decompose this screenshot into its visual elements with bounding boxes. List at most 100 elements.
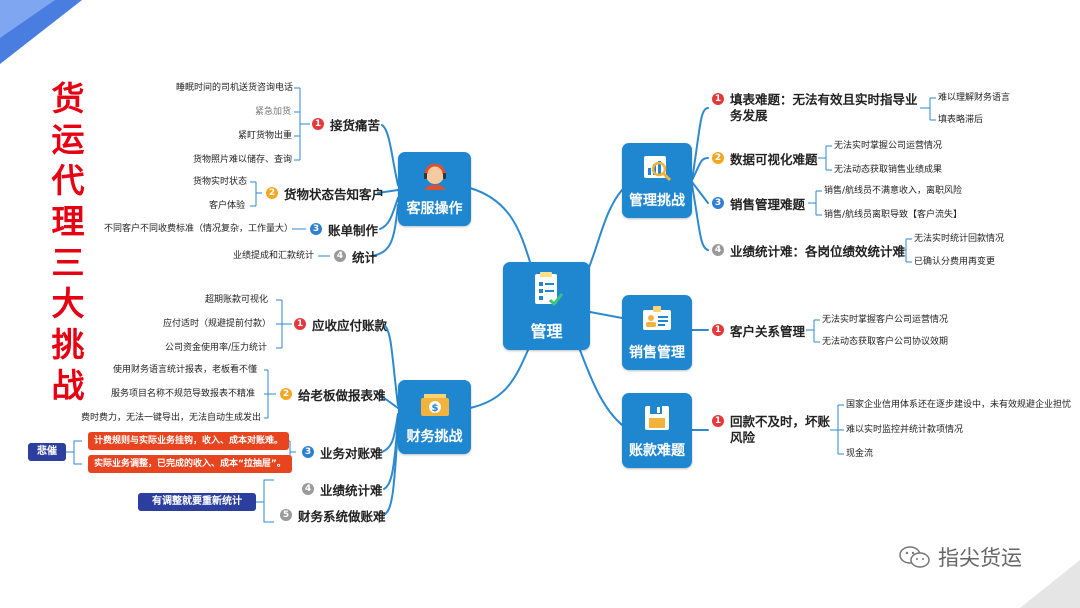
hub-caiwu[interactable]: $ 财务挑战: [398, 380, 471, 454]
sub-yeji[interactable]: 4 业绩统计难: [302, 478, 383, 500]
leaf: 无法实时掌握公司运营情况: [834, 141, 943, 151]
leaf: 无法实时掌握客户公司运营情况: [822, 315, 949, 325]
corner-shadow: [1020, 560, 1080, 608]
leaf: 货物实时状态: [193, 177, 248, 187]
number-badge: 2: [712, 152, 724, 164]
sub-label: 应收应付账款: [312, 317, 388, 333]
leaf: 现金流: [846, 449, 874, 459]
number-badge: 1: [712, 324, 724, 336]
tag-tiaozheng: 有调整就要重新统计: [138, 493, 256, 511]
number-badge: 1: [712, 415, 724, 427]
id-card-icon: [643, 306, 671, 330]
title-char: 运: [51, 120, 85, 159]
sub-label: 填表难题：无法有效且实时指导业务发展: [730, 92, 918, 123]
floppy-disk-icon: [645, 406, 669, 430]
sub-keshihua[interactable]: 2 数据可视化难题: [712, 147, 818, 169]
hub-zhangkuan[interactable]: 账款难题: [622, 393, 692, 468]
sub-label: 客户关系管理: [730, 323, 806, 339]
number-badge: 1: [712, 93, 724, 105]
hub-label: 管理挑战: [629, 193, 685, 209]
center-label: 管理: [530, 322, 563, 341]
sub-caiwu-xitong[interactable]: 5 财务系统做账难: [280, 504, 386, 526]
hub-xiaoshou[interactable]: 销售管理: [622, 295, 692, 370]
sub-jixiao[interactable]: 4 业绩统计难：各岗位绩效统计难: [712, 239, 905, 261]
hub-guanli[interactable]: 管理挑战: [622, 143, 692, 218]
sub-label: 统计: [352, 249, 378, 265]
leaf: 国家企业信用体系还在逐步建设中，未有效规避企业担忧: [846, 400, 1072, 410]
title-char: 代: [51, 161, 85, 200]
title-char: 战: [51, 366, 85, 405]
leaf: 紧急加货: [255, 107, 292, 117]
corner-decoration: [0, 0, 82, 64]
leaf: 已确认分费用再变更: [914, 257, 996, 267]
number-badge: 4: [334, 250, 346, 262]
sub-label: 业务对账难: [320, 445, 383, 461]
sub-baobiao[interactable]: 2 给老板做报表难: [280, 383, 386, 405]
number-badge: 3: [310, 223, 322, 235]
leaf: 业绩提成和汇款统计: [233, 251, 315, 261]
number-badge: 2: [266, 187, 278, 199]
sub-label: 业绩统计难: [320, 482, 383, 498]
leaf: 无法动态获取客户公司协议效期: [822, 337, 949, 347]
leaf: 不同客户不同收费标准（情况复杂，工作量大）: [104, 224, 294, 234]
sub-label: 给老板做报表难: [298, 387, 386, 403]
highlight-leaf: 实际业务调整，已完成的收入、成本“拉抽屉”。: [88, 455, 292, 473]
svg-text:$: $: [431, 403, 438, 414]
sub-tianbiao[interactable]: 1 填表难题：无法有效且实时指导业务发展: [712, 91, 920, 125]
money-icon: $: [420, 394, 449, 416]
sub-xiaoshou-guanli[interactable]: 3 销售管理难题: [712, 192, 805, 214]
sub-label: 业绩统计难：各岗位绩效统计难: [730, 243, 906, 259]
sub-label: 数据可视化难题: [730, 151, 818, 167]
title-char: 挑: [51, 325, 85, 364]
tag-beicui: 悲催: [28, 443, 66, 461]
sub-huowu-zhuangtai[interactable]: 2 货物状态告知客户: [266, 182, 384, 204]
leaf: 无法实时统计回款情况: [914, 234, 1005, 244]
customer-service-icon: [423, 163, 446, 190]
number-badge: 4: [712, 244, 724, 256]
sub-huikuan[interactable]: 1 回款不及时，坏账风险: [712, 413, 830, 447]
leaf: 睡眠时间的司机送货咨询电话: [176, 83, 294, 93]
leaf: 紧盯货物出重: [238, 131, 293, 141]
title-char: 三: [51, 243, 85, 282]
leaf: 使用财务语言统计报表，老板看不懂: [113, 365, 258, 375]
sub-label: 财务系统做账难: [298, 508, 386, 524]
highlight-leaf: 计费规则与实际业务挂钩，收入、成本对账难。: [88, 432, 290, 450]
sub-tongji[interactable]: 4 统计: [334, 245, 377, 267]
leaf: 难以实时监控并统计款项情况: [846, 425, 964, 435]
page-title: 货 运 代 理 三 大 挑 战: [44, 78, 92, 406]
sub-label: 账单制作: [328, 222, 379, 238]
sub-duizhang[interactable]: 3 业务对账难: [302, 441, 383, 463]
sub-label: 销售管理难题: [730, 196, 806, 212]
leaf: 销售/航线员离职导致【客户流失】: [824, 210, 963, 220]
title-char: 大: [51, 284, 85, 323]
title-char: 货: [51, 79, 85, 118]
sub-jiehuo[interactable]: 1 接货痛苦: [312, 113, 380, 135]
leaf: 公司资金使用率/压力统计: [165, 343, 268, 353]
number-badge: 5: [280, 509, 292, 521]
center-node[interactable]: 管理: [503, 262, 590, 350]
number-badge: 1: [312, 118, 324, 130]
hub-label: 销售管理: [629, 345, 685, 361]
sub-label: 回款不及时，坏账风险: [730, 414, 831, 445]
number-badge: 1: [294, 318, 306, 330]
number-badge: 2: [280, 388, 292, 400]
leaf: 销售/航线员不满意收入，离职风险: [824, 186, 963, 196]
hub-label: 账款难题: [629, 443, 685, 459]
leaf: 应付适时（规避提前付款）: [163, 319, 272, 329]
sub-label: 接货痛苦: [330, 117, 381, 133]
sub-zhangdan[interactable]: 3 账单制作: [310, 218, 378, 240]
number-badge: 4: [302, 483, 314, 495]
leaf: 无法动态获取销售业绩成果: [834, 165, 943, 175]
leaf: 服务项目名称不规范导致报表不精准: [111, 389, 256, 399]
sub-kehu-guanxi[interactable]: 1 客户关系管理: [712, 319, 805, 341]
hub-kefu[interactable]: 客服操作: [398, 152, 471, 226]
leaf: 货物照片难以储存、查询: [193, 155, 293, 165]
number-badge: 3: [302, 446, 314, 458]
sub-yingshou[interactable]: 1 应收应付账款: [294, 313, 387, 335]
leaf: 填表略滞后: [938, 115, 984, 125]
hub-label: 财务挑战: [406, 429, 463, 445]
checklist-icon: [534, 272, 563, 307]
